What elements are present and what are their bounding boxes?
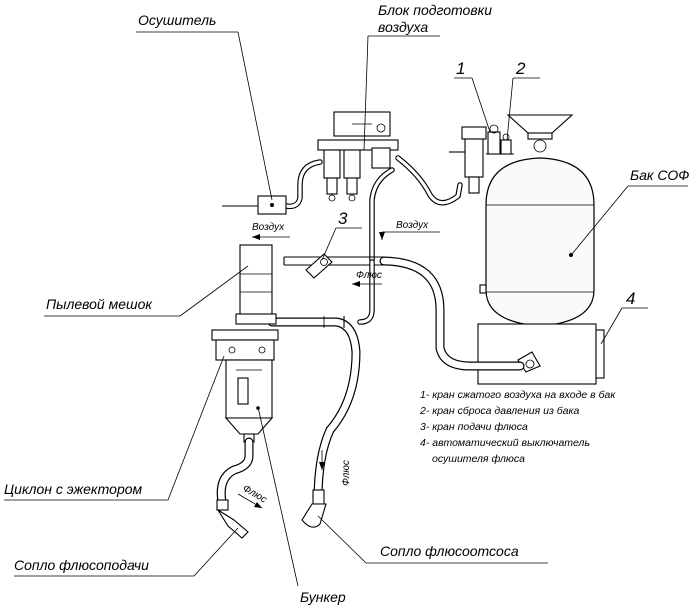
- legend-item-1: 1- кран сжатого воздуха на входе в бак: [420, 389, 616, 401]
- flow-arrows: [237, 231, 440, 509]
- air-prep-unit: [317, 111, 399, 202]
- legend-item-3: 3- кран подачи флюса: [420, 421, 528, 433]
- label-hopper: Бункер: [300, 589, 346, 605]
- label-feed-nozzle: Сопло флюсоподачи: [14, 557, 149, 573]
- suction-hose: [267, 259, 375, 528]
- label-dryer: Осушитель: [138, 12, 216, 28]
- label-cyclone: Циклон с эжектором: [4, 481, 143, 497]
- legend-item-4-cont: осушителя флюса: [432, 453, 525, 465]
- label-number-1: 1: [456, 59, 465, 78]
- flux-feed-line: [283, 253, 525, 371]
- flow-label-flux-mid: Флюс: [356, 270, 382, 281]
- legend: 1- кран сжатого воздуха на входе в бак 2…: [419, 389, 616, 465]
- feed-hose: [216, 437, 254, 539]
- dust-bag: [235, 244, 277, 325]
- flow-label-air-left: Воздух: [252, 222, 285, 233]
- label-number-2: 2: [515, 59, 526, 78]
- tank-valves: [449, 124, 514, 194]
- label-tank: Бак СОФ: [630, 167, 689, 183]
- leader-lines: [4, 31, 688, 587]
- label-air-prep-line2: воздуха: [378, 19, 428, 35]
- flow-label-air-right: Воздух: [396, 220, 429, 231]
- label-air-prep-line1: Блок подготовки: [378, 2, 492, 18]
- legend-item-4: 4- автоматический выключатель: [420, 437, 590, 449]
- air-lines: [222, 155, 463, 263]
- cyclone: [211, 329, 279, 443]
- label-suction-nozzle: Сопло флюсоотсоса: [380, 543, 519, 559]
- flow-label-flux-cyclone: Флюс: [241, 483, 269, 505]
- label-dust-bag: Пылевой мешок: [46, 296, 153, 312]
- flux-tank: [477, 114, 605, 385]
- label-number-3: 3: [338, 209, 348, 228]
- legend-item-2: 2- кран сброса давления из бака: [419, 405, 579, 417]
- flow-label-flux-vertical: Флюс: [341, 460, 352, 486]
- label-number-4: 4: [626, 289, 635, 308]
- dryer-box: [257, 195, 287, 215]
